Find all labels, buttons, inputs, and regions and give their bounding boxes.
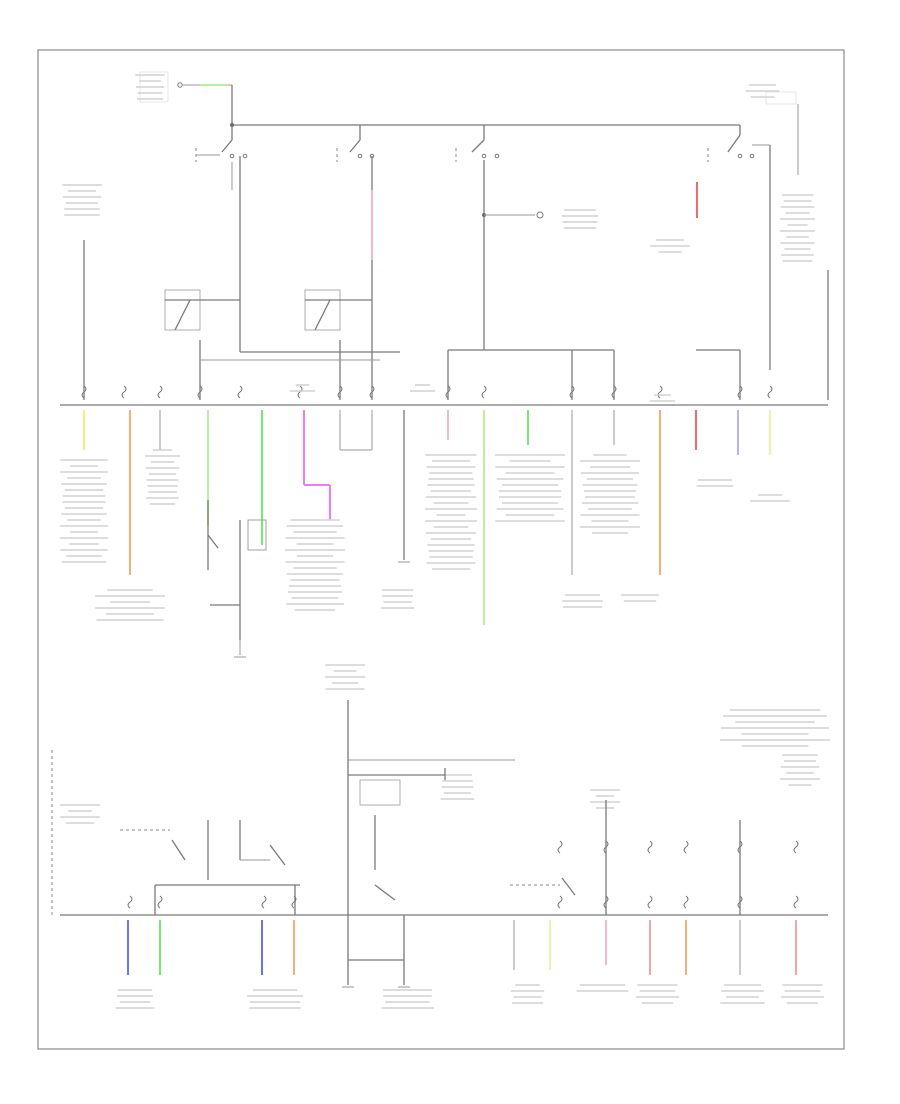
upper-circuit-drops — [83, 410, 771, 625]
fuse-symbol — [121, 385, 127, 399]
fuse-symbol — [481, 385, 487, 399]
fuse-symbol — [569, 385, 575, 399]
fuse-symbol — [647, 840, 653, 854]
fuse-symbol — [683, 840, 689, 854]
fuse-symbol — [557, 895, 563, 909]
fuse-symbol — [647, 895, 653, 909]
ignition-relay-2 — [336, 125, 375, 300]
fuse-symbol — [157, 895, 163, 909]
ignition-relay-lower — [348, 768, 446, 985]
stop-lamp-switch — [207, 500, 267, 640]
right-source-block — [765, 91, 799, 175]
fuse-symbol — [237, 385, 243, 399]
fuse-symbol — [297, 385, 303, 399]
fuse-symbol — [291, 895, 297, 909]
lower-circuit-drops — [127, 920, 797, 975]
fuse-symbol — [157, 385, 163, 399]
ground-points-lower — [342, 959, 410, 988]
fuse-symbol — [337, 385, 343, 399]
fuse-symbol — [767, 385, 773, 399]
fuse-symbol — [603, 895, 609, 909]
fuse-symbol — [81, 385, 87, 399]
fuse-symbol — [261, 895, 267, 909]
circuit-label-blocks — [60, 74, 830, 1009]
fuse-symbol — [683, 895, 689, 909]
ignition-relay-1 — [195, 125, 248, 300]
fuse-symbol — [657, 385, 663, 399]
fuse-symbol — [611, 385, 617, 399]
power-source-block — [139, 71, 232, 103]
blower-relay — [304, 289, 373, 400]
fuse-symbol — [445, 385, 451, 399]
fuse-row-bottom — [127, 840, 799, 909]
lower-left-switches — [120, 820, 300, 915]
fuse-symbol — [127, 895, 133, 909]
fuse-symbol — [737, 840, 743, 854]
fuse-symbol — [737, 385, 743, 399]
ignition-relay-3 — [455, 125, 544, 350]
fuse-symbol — [557, 840, 563, 854]
fuse-symbol — [793, 840, 799, 854]
fuse-symbol — [737, 895, 743, 909]
fuse-symbol — [603, 840, 609, 854]
fuse-symbol — [369, 385, 375, 399]
fuse-symbol — [197, 385, 203, 399]
diagram-frame — [37, 49, 845, 1050]
lower-right-switches — [510, 800, 741, 915]
ground-points-upper — [234, 410, 410, 658]
fuse-row-top — [81, 385, 773, 399]
fuse-symbol — [793, 895, 799, 909]
ignition-relay-4 — [696, 125, 829, 400]
combination-relay — [164, 289, 400, 400]
